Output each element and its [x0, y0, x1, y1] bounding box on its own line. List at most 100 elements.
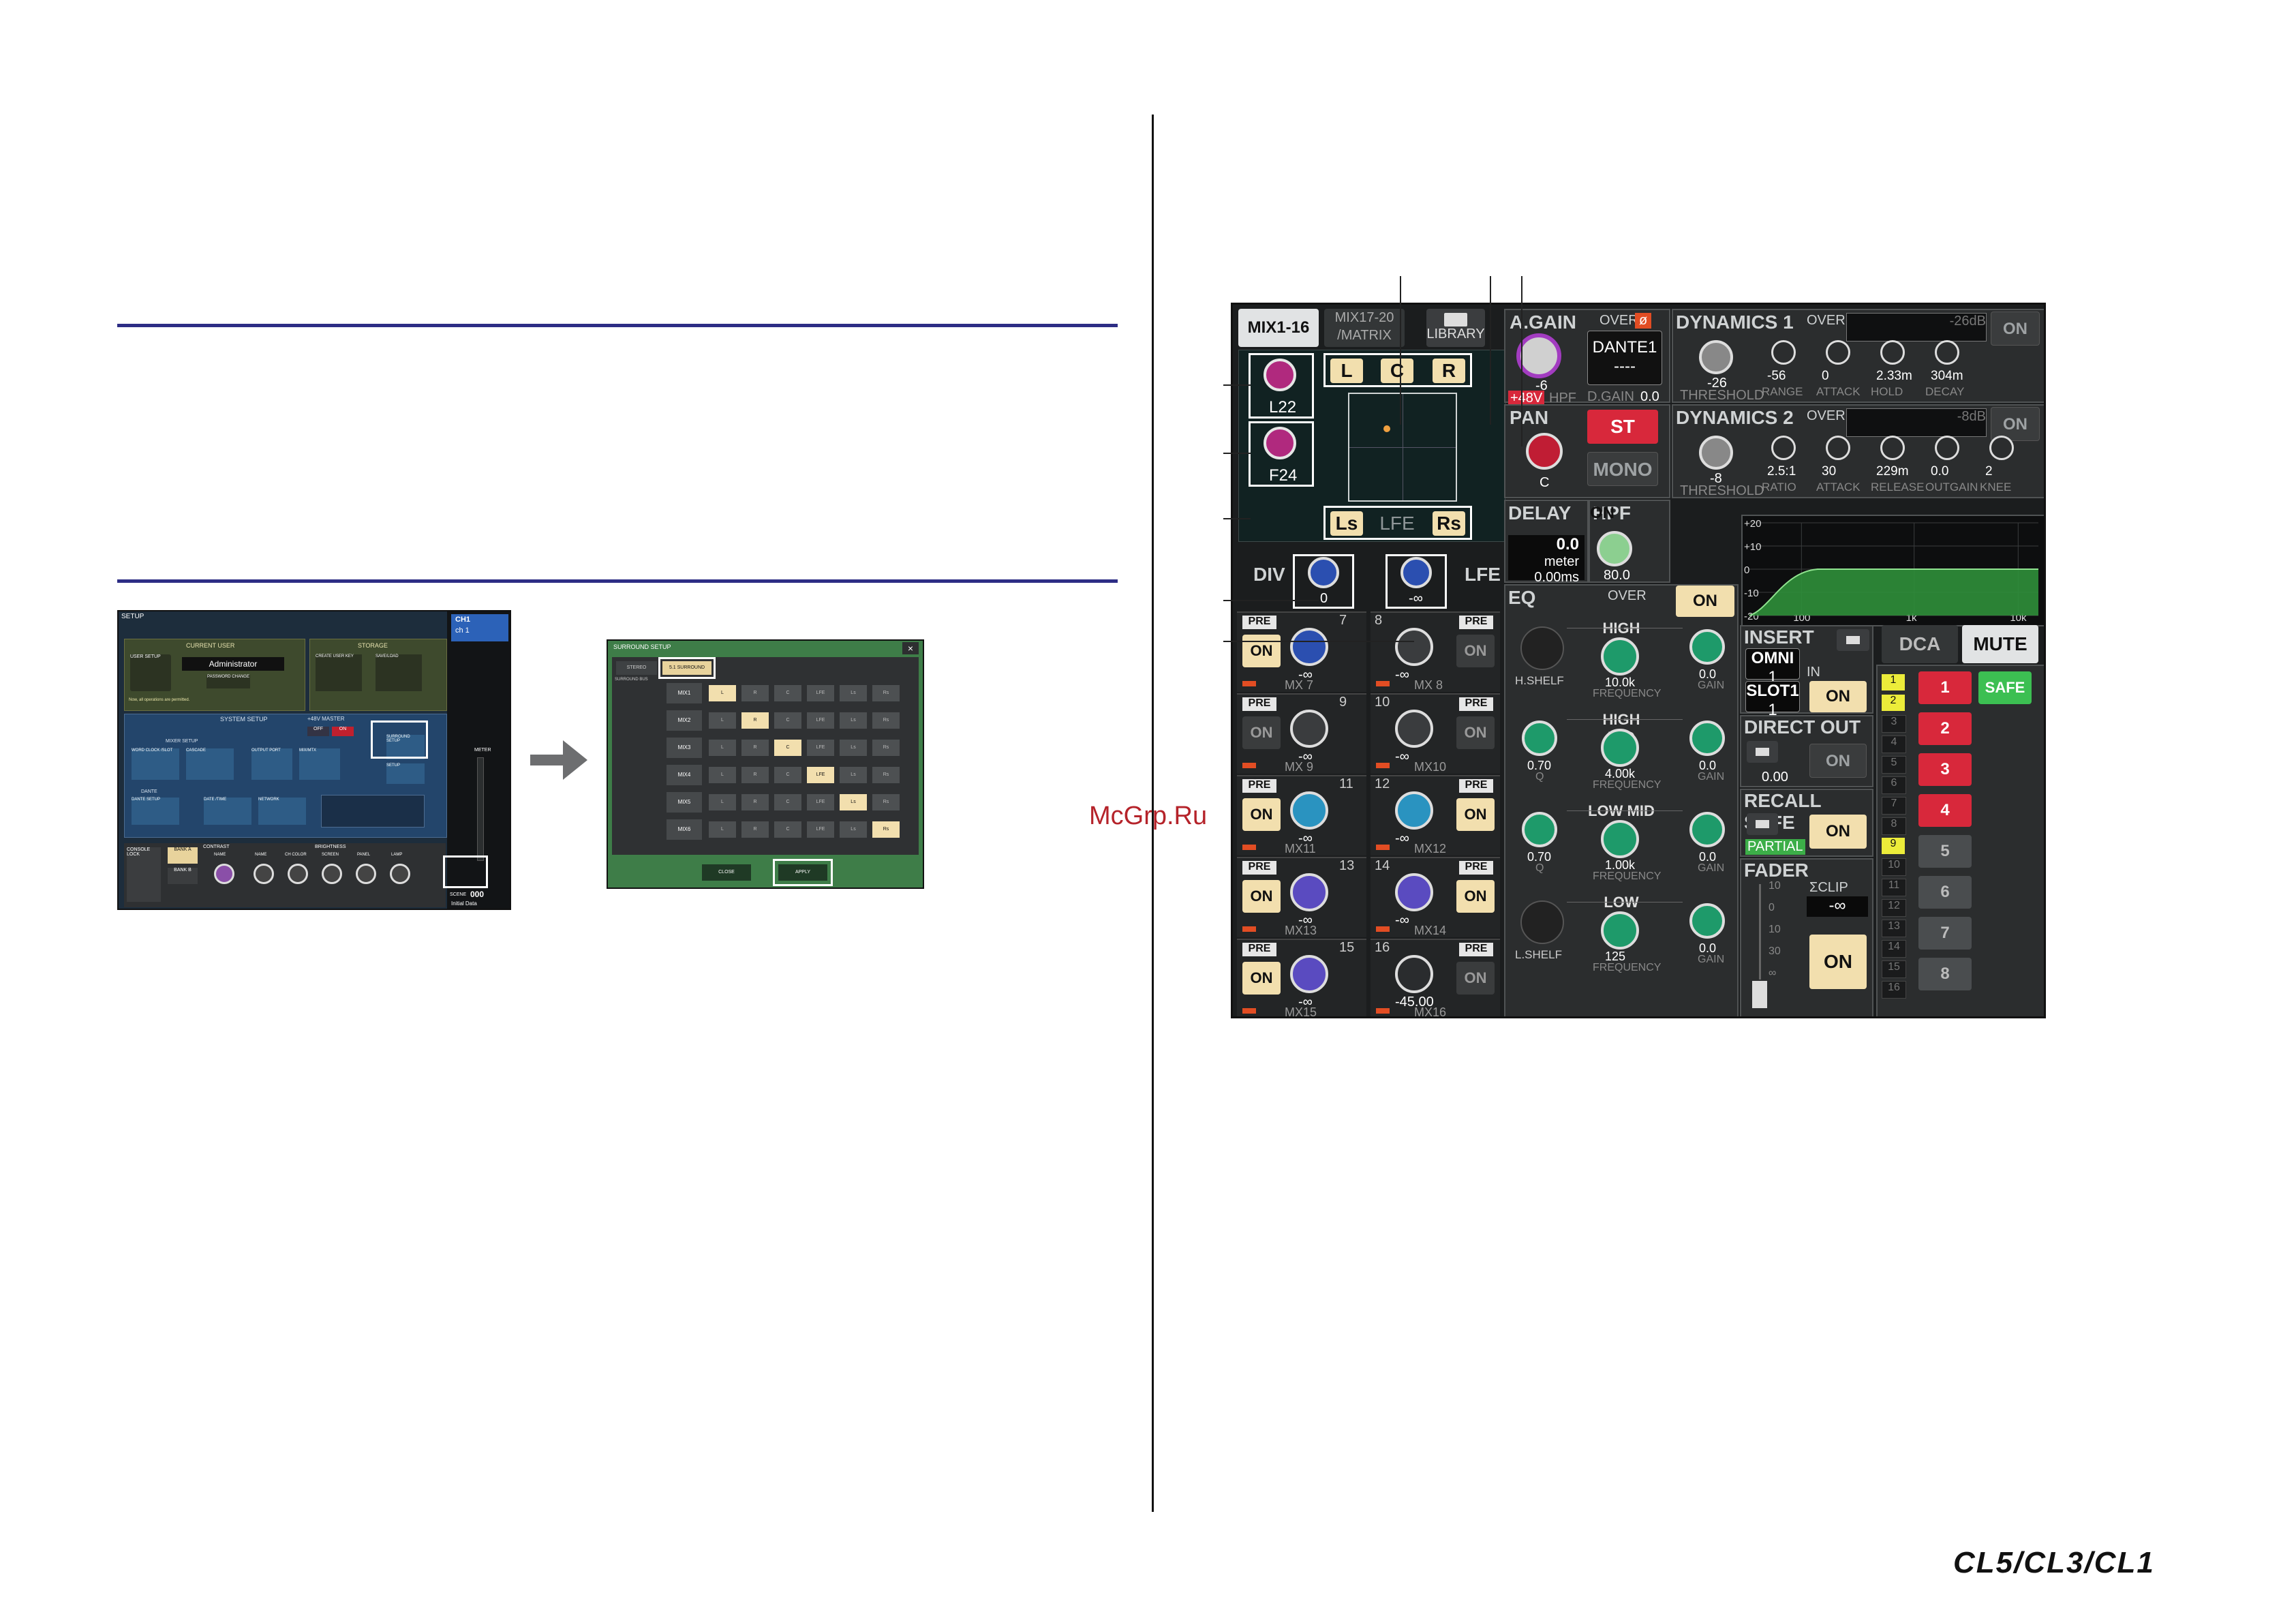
send-level-knob[interactable]: [1395, 628, 1433, 666]
eq-q-knob[interactable]: [1522, 721, 1557, 756]
eq-gain-knob[interactable]: [1689, 903, 1725, 939]
assign-cell-button[interactable]: Rs: [872, 685, 900, 701]
assign-cell-button[interactable]: C: [774, 740, 801, 756]
safe-button[interactable]: SAFE: [1978, 671, 2032, 704]
mono-button[interactable]: MONO: [1587, 452, 1658, 486]
mute-list-item[interactable]: 5: [1882, 756, 1906, 774]
mute-list-item[interactable]: 1: [1882, 674, 1905, 691]
speaker-lfe-button[interactable]: LFE: [1379, 513, 1415, 534]
assign-cell-button[interactable]: R: [741, 712, 769, 729]
mute-list-item[interactable]: 13: [1882, 920, 1906, 937]
insert-on-button[interactable]: ON: [1809, 681, 1867, 712]
mute-list-item[interactable]: 9: [1882, 838, 1905, 854]
mute-list-item[interactable]: 6: [1882, 776, 1906, 794]
mute-list-item[interactable]: 10: [1882, 858, 1906, 876]
assign-cell-button[interactable]: LFE: [807, 794, 834, 810]
tab-mix17-matrix[interactable]: MIX17-20 /MATRIX: [1324, 309, 1405, 347]
send-level-knob[interactable]: [1395, 791, 1433, 830]
lfe-knob[interactable]: [1400, 557, 1432, 588]
pan-field[interactable]: [1348, 393, 1457, 502]
send-level-knob[interactable]: [1290, 710, 1328, 748]
send-on-button[interactable]: ON: [1242, 962, 1281, 995]
assign-cell-button[interactable]: C: [774, 712, 801, 729]
assign-cell-button[interactable]: Rs: [872, 821, 900, 838]
dyn-param-knob[interactable]: [1771, 340, 1796, 365]
dante-setup-button[interactable]: DANTE SETUP: [132, 798, 179, 825]
pre-button[interactable]: PRE: [1459, 943, 1493, 956]
send-level-knob[interactable]: [1290, 873, 1328, 911]
dyn1-threshold-knob[interactable]: [1699, 340, 1733, 374]
mute-group-button[interactable]: 2: [1918, 712, 1972, 745]
assign-cell-button[interactable]: Ls: [840, 712, 867, 729]
div-knob[interactable]: [1308, 557, 1339, 588]
assign-cell-button[interactable]: LFE: [807, 685, 834, 701]
surround-tab[interactable]: 5.1 SURROUND: [662, 661, 711, 675]
mute-list-item[interactable]: 14: [1882, 940, 1906, 958]
phantom-on-button[interactable]: ON: [332, 727, 354, 736]
pre-button[interactable]: PRE: [1459, 779, 1493, 793]
mute-group-button[interactable]: 6: [1918, 876, 1972, 909]
send-level-knob[interactable]: [1290, 955, 1328, 993]
setup-button[interactable]: SETUP: [386, 763, 425, 784]
assign-cell-button[interactable]: Rs: [872, 767, 900, 783]
assign-cell-button[interactable]: LFE: [807, 740, 834, 756]
mute-group-button[interactable]: 3: [1918, 753, 1972, 786]
pre-button[interactable]: PRE: [1459, 861, 1493, 875]
eq-freq-knob[interactable]: [1601, 820, 1639, 858]
assign-cell-button[interactable]: C: [774, 821, 801, 838]
assign-cell-button[interactable]: Ls: [840, 767, 867, 783]
assign-cell-button[interactable]: L: [709, 712, 736, 729]
pan-knob[interactable]: [1526, 433, 1563, 470]
phase-badge[interactable]: ø: [1635, 313, 1652, 329]
user-setup-button[interactable]: USER SETUP: [130, 654, 171, 691]
bank-b-button[interactable]: BANK B: [168, 868, 198, 884]
mute-list-item[interactable]: 4: [1882, 735, 1906, 753]
pre-button[interactable]: PRE: [1242, 861, 1276, 875]
speaker-r-button[interactable]: R: [1433, 359, 1465, 383]
assign-cell-button[interactable]: L: [709, 794, 736, 810]
eq-gain-knob[interactable]: [1689, 812, 1725, 847]
mute-list-item[interactable]: 12: [1882, 899, 1906, 917]
assign-cell-button[interactable]: Ls: [840, 794, 867, 810]
dyn-param-knob[interactable]: [1826, 436, 1850, 460]
assign-cell-button[interactable]: C: [774, 794, 801, 810]
mute-group-button[interactable]: 4: [1918, 794, 1972, 827]
speaker-c-button[interactable]: C: [1381, 359, 1413, 383]
pre-button[interactable]: PRE: [1242, 943, 1276, 956]
bank-a-button[interactable]: BANK A: [168, 847, 198, 864]
eq-freq-knob[interactable]: [1601, 637, 1639, 676]
hpf-knob[interactable]: [1597, 531, 1632, 566]
dialog-close-text-button[interactable]: CLOSE: [702, 864, 751, 881]
mute-group-button[interactable]: 1: [1918, 671, 1972, 704]
send-on-button[interactable]: ON: [1456, 635, 1495, 667]
assign-cell-button[interactable]: R: [741, 767, 769, 783]
eq-freq-knob[interactable]: [1601, 911, 1639, 950]
brightness-knob-lamp[interactable]: [390, 864, 410, 884]
password-change-button[interactable]: PASSWORD CHANGE: [206, 675, 250, 688]
mute-group-button[interactable]: 8: [1918, 958, 1972, 990]
eq-freq-knob[interactable]: [1601, 729, 1639, 767]
contrast-knob[interactable]: [214, 864, 234, 884]
library-button[interactable]: LIBRARY: [1426, 309, 1485, 347]
mix-mtx-button[interactable]: MIX/MTX: [299, 748, 340, 780]
ch-select[interactable]: CH1 ch 1: [451, 614, 508, 641]
send-on-button[interactable]: ON: [1456, 716, 1495, 749]
assign-cell-button[interactable]: LFE: [807, 767, 834, 783]
eq-gain-knob[interactable]: [1689, 629, 1725, 665]
send-on-button[interactable]: ON: [1242, 635, 1281, 667]
brightness-knob-screen[interactable]: [322, 864, 342, 884]
direct-out-on-button[interactable]: ON: [1809, 744, 1867, 778]
apply-button[interactable]: APPLY: [778, 864, 827, 881]
assign-cell-button[interactable]: Ls: [840, 740, 867, 756]
brightness-knob-name[interactable]: [254, 864, 274, 884]
st-button[interactable]: ST: [1587, 410, 1658, 444]
dyn-param-knob[interactable]: [1826, 340, 1850, 365]
pre-button[interactable]: PRE: [1242, 616, 1276, 629]
dyn-param-knob[interactable]: [1935, 340, 1959, 365]
assign-cell-button[interactable]: R: [741, 685, 769, 701]
dyn-param-knob[interactable]: [1880, 436, 1905, 460]
assign-cell-button[interactable]: Rs: [872, 794, 900, 810]
send-level-knob[interactable]: [1395, 955, 1433, 993]
pan-position-dot[interactable]: [1383, 425, 1390, 432]
tab-mix1-16[interactable]: MIX1-16: [1238, 309, 1319, 347]
